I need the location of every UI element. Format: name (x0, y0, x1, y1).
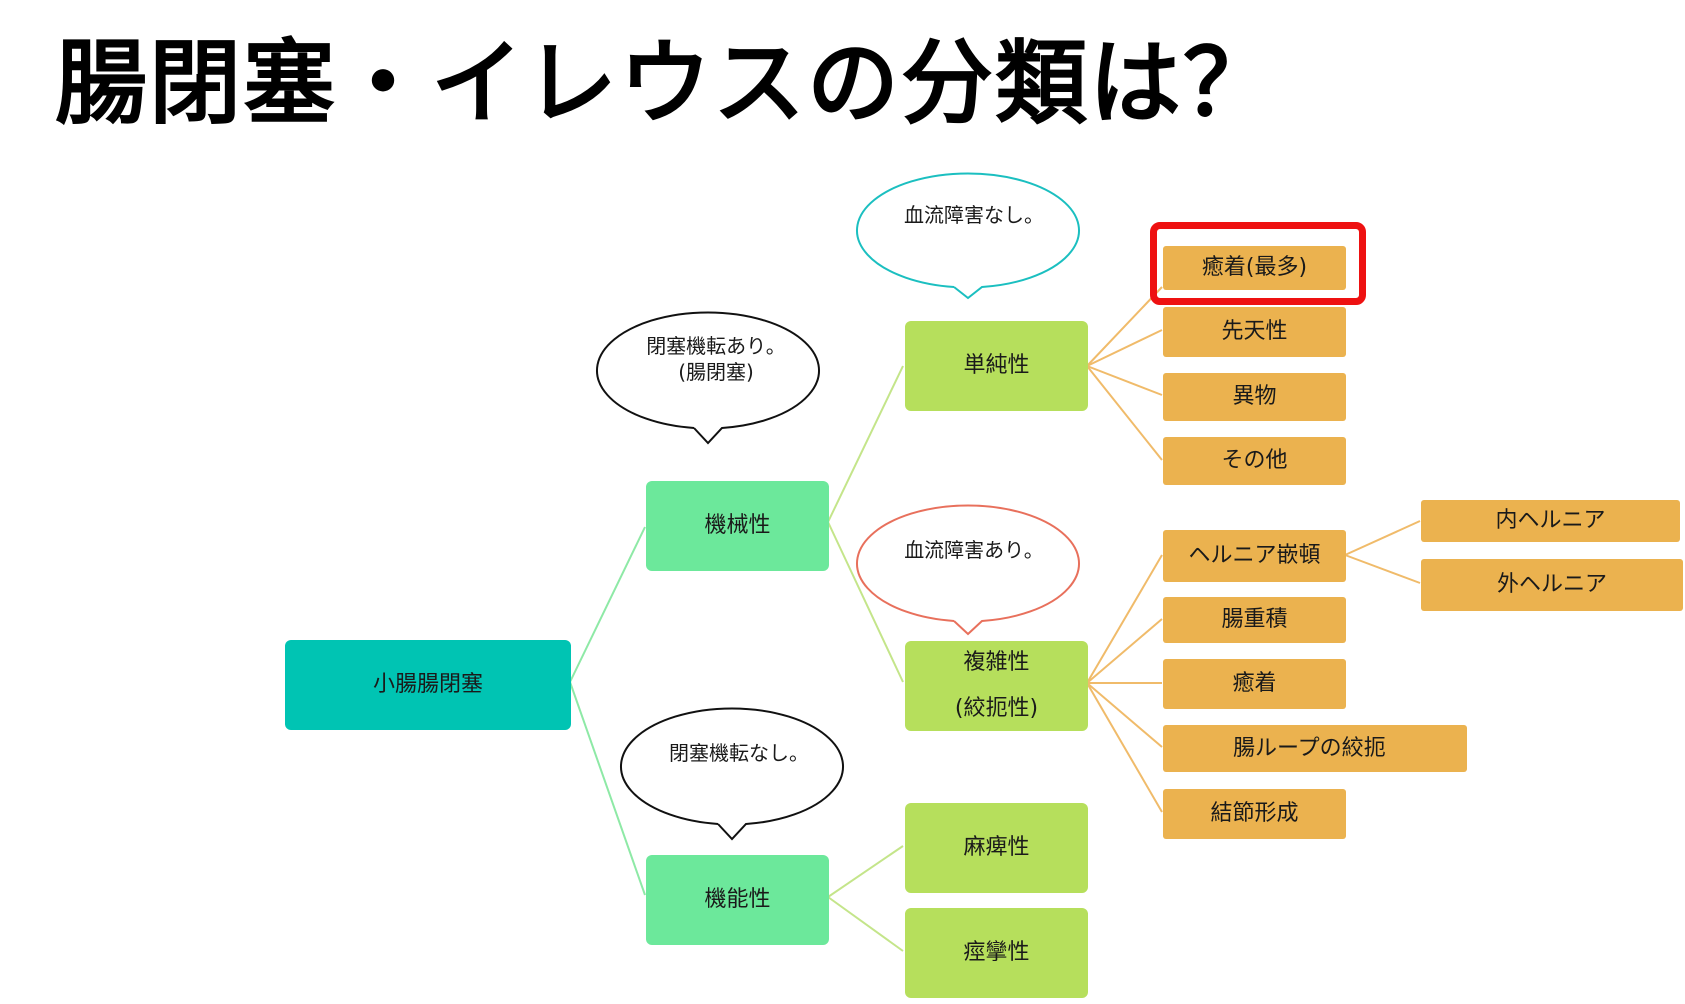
connector-root-functional (569, 681, 646, 896)
node-complex-label-line2: (絞扼性) (954, 696, 1039, 721)
node-functional: 機能性 (646, 855, 829, 945)
callout-simple-text: 血流障害なし。 (904, 203, 1044, 227)
cause-adhesion-most: 癒着(最多) (1163, 246, 1346, 290)
cause-other-label: その他 (1221, 448, 1288, 473)
callout-functional-text: 閉塞機転なし。 (669, 741, 809, 765)
node-complex-label-line1: 複雑性 (963, 650, 1030, 675)
connector-mechanical-simple (827, 365, 904, 523)
cause-other: その他 (1163, 437, 1346, 485)
connector-hernia-external (1344, 554, 1421, 584)
page-title: 腸閉塞・イレウスの分類は？ (55, 30, 1278, 137)
hernia-internal: 内ヘルニア (1421, 500, 1680, 542)
callout-simple-bubble (856, 172, 1080, 300)
hernia-external: 外ヘルニア (1421, 559, 1683, 611)
connector-complex-cause-4 (1086, 682, 1163, 748)
cause-loop-strangulation: 腸ループの絞扼 (1163, 725, 1467, 772)
node-simple-label: 単純性 (963, 353, 1030, 378)
node-mechanical-label: 機械性 (704, 513, 771, 538)
cause-hernia-label: ヘルニア嵌頓 (1188, 543, 1321, 568)
connector-root-mechanical (569, 526, 646, 683)
node-spastic-label: 痙攣性 (963, 940, 1030, 965)
callout-functional: 閉塞機転なし。 (628, 723, 850, 783)
cause-knotting-label: 結節形成 (1210, 801, 1299, 826)
connector-functional-paralytic (827, 845, 904, 898)
connector-simple-cause-1 (1086, 286, 1163, 367)
cause-congenital-label: 先天性 (1221, 319, 1288, 344)
connector-mechanical-complex (827, 521, 904, 683)
connector-complex-cause-2 (1086, 618, 1163, 684)
connector-simple-cause-3 (1086, 365, 1163, 396)
connector-simple-cause-2 (1086, 329, 1163, 367)
root-label: 小腸腸閉塞 (372, 672, 483, 697)
cause-congenital: 先天性 (1163, 307, 1346, 357)
node-mechanical: 機械性 (646, 481, 829, 571)
node-simple: 単純性 (905, 321, 1088, 411)
highlight-box (1150, 222, 1366, 305)
cause-knotting: 結節形成 (1163, 789, 1346, 839)
node-paralytic: 麻痺性 (905, 803, 1088, 893)
cause-adhesion: 癒着 (1163, 659, 1346, 709)
callout-complex-bubble (856, 504, 1080, 636)
node-functional-label: 機能性 (704, 887, 771, 912)
callout-complex: 血流障害あり。 (863, 520, 1085, 580)
hernia-internal-label: 内ヘルニア (1495, 508, 1606, 533)
callout-functional-bubble (620, 707, 844, 841)
cause-loop-strangulation-label: 腸ループの絞扼 (1233, 735, 1386, 761)
callout-complex-text: 血流障害あり。 (904, 538, 1044, 562)
callout-simple: 血流障害なし。 (863, 185, 1085, 245)
callout-mechanical: 閉塞機転あり。 (腸閉塞) (605, 327, 827, 391)
cause-hernia: ヘルニア嵌頓 (1163, 530, 1346, 582)
callout-mechanical-line2: (腸閉塞) (678, 360, 754, 384)
cause-adhesion-most-label: 癒着(最多) (1201, 255, 1308, 280)
cause-intussusception-label: 腸重積 (1221, 607, 1288, 632)
node-spastic: 痙攣性 (905, 908, 1088, 998)
cause-foreign-body-label: 異物 (1232, 384, 1277, 409)
hernia-external-label: 外ヘルニア (1496, 572, 1607, 597)
node-complex: 複雑性 (絞扼性) (905, 641, 1088, 731)
cause-intussusception: 腸重積 (1163, 597, 1346, 643)
connector-complex-cause-1 (1086, 554, 1163, 684)
connector-complex-cause-5 (1086, 682, 1163, 813)
connector-simple-cause-4 (1086, 365, 1163, 461)
connector-hernia-internal (1344, 520, 1421, 556)
cause-foreign-body: 異物 (1163, 373, 1346, 421)
cause-adhesion-label: 癒着 (1232, 671, 1277, 696)
root-node: 小腸腸閉塞 (285, 640, 571, 730)
callout-mechanical-line1: 閉塞機転あり。 (646, 334, 786, 358)
node-paralytic-label: 麻痺性 (963, 835, 1030, 860)
connector-functional-spastic (827, 896, 904, 952)
callout-mechanical-bubble (596, 311, 820, 445)
